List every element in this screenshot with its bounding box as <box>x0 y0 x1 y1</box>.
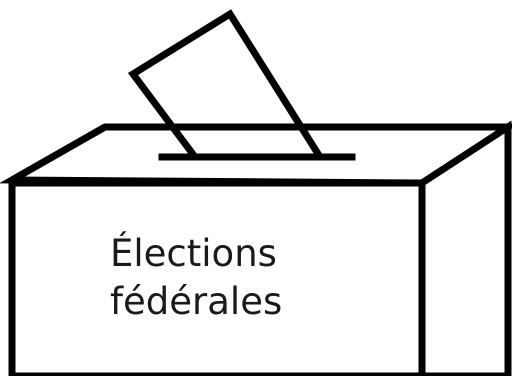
label-line-2: fédérales <box>110 280 283 323</box>
box-front <box>8 179 426 376</box>
ballot-paper <box>127 9 327 161</box>
box-side <box>418 120 512 376</box>
label-line-1: Élections <box>110 232 277 275</box>
box-label: Élections fédérales <box>110 230 370 326</box>
